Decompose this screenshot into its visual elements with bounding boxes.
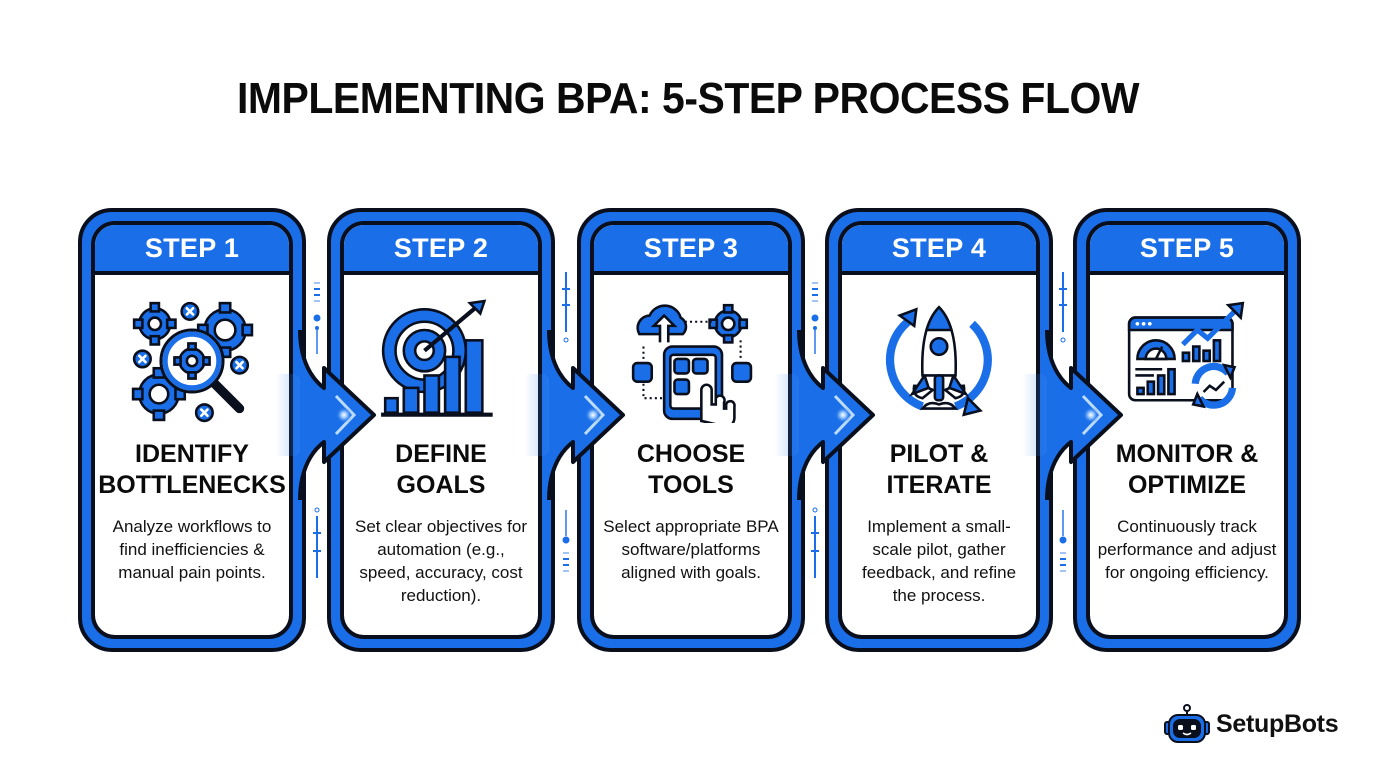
circuit-decoration-icon	[811, 282, 819, 354]
page-title: IMPLEMENTING BPA: 5-STEP PROCESS FLOW	[236, 74, 1140, 123]
step-title: DEFINE GOALS	[395, 440, 487, 499]
step-title: MONITOR & OPTIMIZE	[1115, 440, 1259, 499]
robot-icon	[1164, 704, 1210, 743]
circuit-decoration-icon	[562, 510, 570, 572]
step-title: IDENTIFY BOTTLENECKS	[98, 440, 286, 499]
step-title: CHOOSE TOOLS	[636, 440, 746, 499]
step-description: Continuously track performance and adjus…	[1097, 517, 1277, 582]
step-label: STEP 4	[842, 225, 1036, 275]
step-title: PILOT & ITERATE	[886, 440, 992, 499]
step-card-body: STEP 2 DEFINE GOALS	[340, 221, 542, 639]
step-label: STEP 2	[344, 225, 538, 275]
cloud-tablet-tools-icon	[629, 299, 753, 429]
circuit-decoration-icon	[313, 282, 321, 354]
step-label: STEP 3	[594, 225, 788, 275]
step-description: Select appropriate BPA software/platform…	[603, 517, 779, 582]
step-label: STEP 1	[95, 225, 289, 275]
step-card-body: STEP 1	[91, 221, 293, 639]
gears-magnifier-icon	[130, 299, 254, 423]
step-card-4: STEP 4	[825, 208, 1053, 652]
step-card-1: STEP 1	[78, 208, 306, 652]
step-card-body: STEP 5	[1086, 221, 1288, 639]
step-label: STEP 5	[1090, 225, 1284, 275]
circuit-decoration-icon	[1059, 272, 1067, 343]
circuit-decoration-icon	[1059, 510, 1067, 572]
target-bar-chart-icon	[379, 299, 503, 423]
step-card-body: STEP 3	[590, 221, 792, 639]
step-card-3: STEP 3	[577, 208, 805, 652]
circuit-decoration-icon	[313, 507, 321, 578]
step-description: Set clear objectives for automation (e.g…	[355, 517, 527, 605]
dashboard-analytics-icon	[1125, 299, 1249, 423]
step-card-2: STEP 2 DEFINE GOALS	[327, 208, 555, 652]
step-description: Analyze workflows to find inefficiencies…	[112, 517, 272, 582]
brand-name: SetupBots	[1216, 709, 1339, 738]
step-description: Implement a small-scale pilot, gather fe…	[861, 517, 1017, 605]
circuit-decoration-icon	[562, 272, 570, 343]
step-card-5: STEP 5	[1073, 208, 1301, 652]
step-card-body: STEP 4	[838, 221, 1040, 639]
circuit-decoration-icon	[811, 507, 819, 578]
brand-logo: SetupBots	[1164, 704, 1339, 744]
rocket-cycle-icon	[877, 299, 1001, 423]
